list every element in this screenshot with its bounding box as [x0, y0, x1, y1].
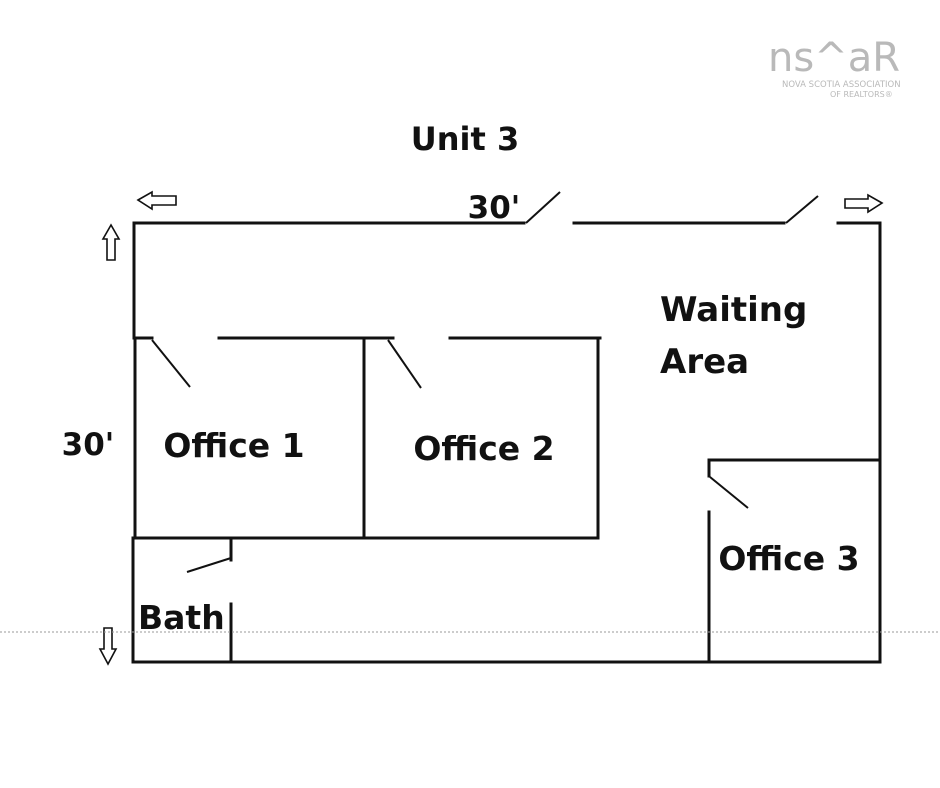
room-label-waiting-line2: Area [660, 342, 749, 382]
dimension-width-label: 30' [468, 190, 521, 226]
right-arrow-icon [844, 193, 884, 214]
dimension-depth-label: 30' [62, 427, 115, 463]
exterior-walls [131, 221, 882, 664]
down-arrow-icon [98, 627, 118, 666]
entry-door-right [785, 195, 819, 224]
office3-walls [707, 458, 880, 664]
nsar-logo: ns^aR NOVA SCOTIA ASSOCIATION OF REALTOR… [768, 35, 901, 99]
left-arrow-icon [136, 190, 177, 211]
office1-door [151, 339, 191, 388]
door-swings [151, 191, 819, 573]
bath-door [186, 557, 232, 573]
logo-line1: NOVA SCOTIA ASSOCIATION [782, 80, 901, 90]
offices-walls [132, 336, 602, 540]
room-label-office2: Office 2 [413, 429, 554, 468]
logo-line2: OF REALTORS® [830, 90, 893, 99]
up-arrow-icon [101, 223, 121, 261]
room-label-waiting-line1: Waiting [660, 290, 807, 330]
office2-door [387, 339, 422, 389]
room-label-bath: Bath [138, 598, 225, 637]
office3-door [709, 476, 749, 509]
entry-door-left [525, 191, 561, 224]
logo-mark: ns^aR [768, 35, 900, 81]
room-label-office3: Office 3 [718, 539, 859, 578]
room-label-office1: Office 1 [163, 426, 304, 465]
page-title: Unit 3 [411, 120, 519, 158]
